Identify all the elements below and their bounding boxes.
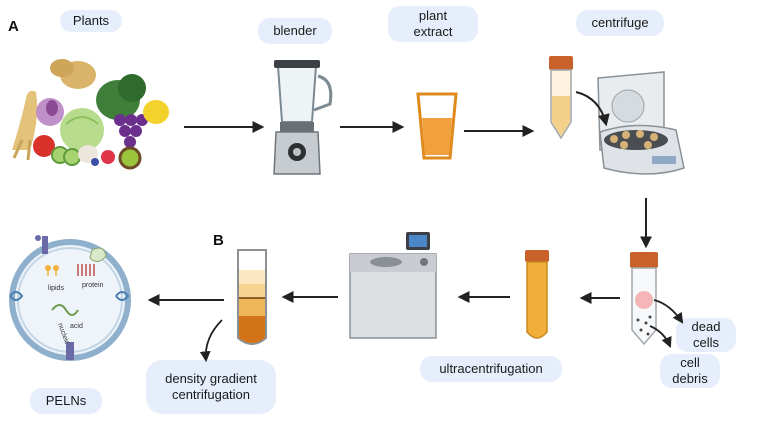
vesicle-icon: lipids protein nucleic acid — [9, 235, 131, 361]
blender-label: blender — [258, 18, 332, 44]
plant-extract-line2: extract — [413, 24, 453, 39]
falcon-tube-icon — [549, 56, 573, 140]
density-gradient-line1: density gradient — [165, 371, 257, 387]
plant-extract-line1: plant — [418, 8, 448, 24]
plants-label: Plants — [60, 10, 122, 32]
cell-debris-label: cell debris — [660, 354, 720, 388]
plant-extract-label: plant extract — [388, 6, 478, 42]
centrifuge-machine-icon — [575, 71, 685, 175]
flow-arrows — [147, 121, 652, 306]
dead-cells-label: dead cells — [676, 318, 736, 352]
density-gradient-label: density gradient centrifugation — [146, 360, 276, 414]
cell-debris-line2: debris — [672, 371, 708, 386]
supernatant-tube-icon — [525, 250, 549, 339]
centrifuge-label: centrifuge — [576, 10, 664, 36]
gradient-tube-icon — [199, 249, 267, 363]
acid-text: acid — [70, 323, 83, 330]
extract-glass-icon — [416, 92, 458, 160]
ultracentrifugation-label: ultracentrifugation — [420, 356, 562, 382]
panel-label-a: A — [8, 18, 19, 35]
plants-illustration — [12, 59, 169, 170]
density-gradient-line2: centrifugation — [171, 387, 251, 402]
blender-icon — [273, 60, 333, 175]
dead-cells-line2: cells — [692, 335, 719, 350]
lipids-text: lipids — [48, 285, 64, 292]
dead-cells-line1: dead — [691, 319, 721, 335]
panel-label-b: B — [213, 232, 224, 249]
protein-text: protein — [82, 282, 104, 289]
cell-debris-line1: cell — [680, 355, 700, 371]
pelns-label: PELNs — [30, 388, 102, 414]
ultracentrifuge-machine-icon — [349, 232, 437, 339]
pellet-tube-icon — [630, 252, 684, 348]
